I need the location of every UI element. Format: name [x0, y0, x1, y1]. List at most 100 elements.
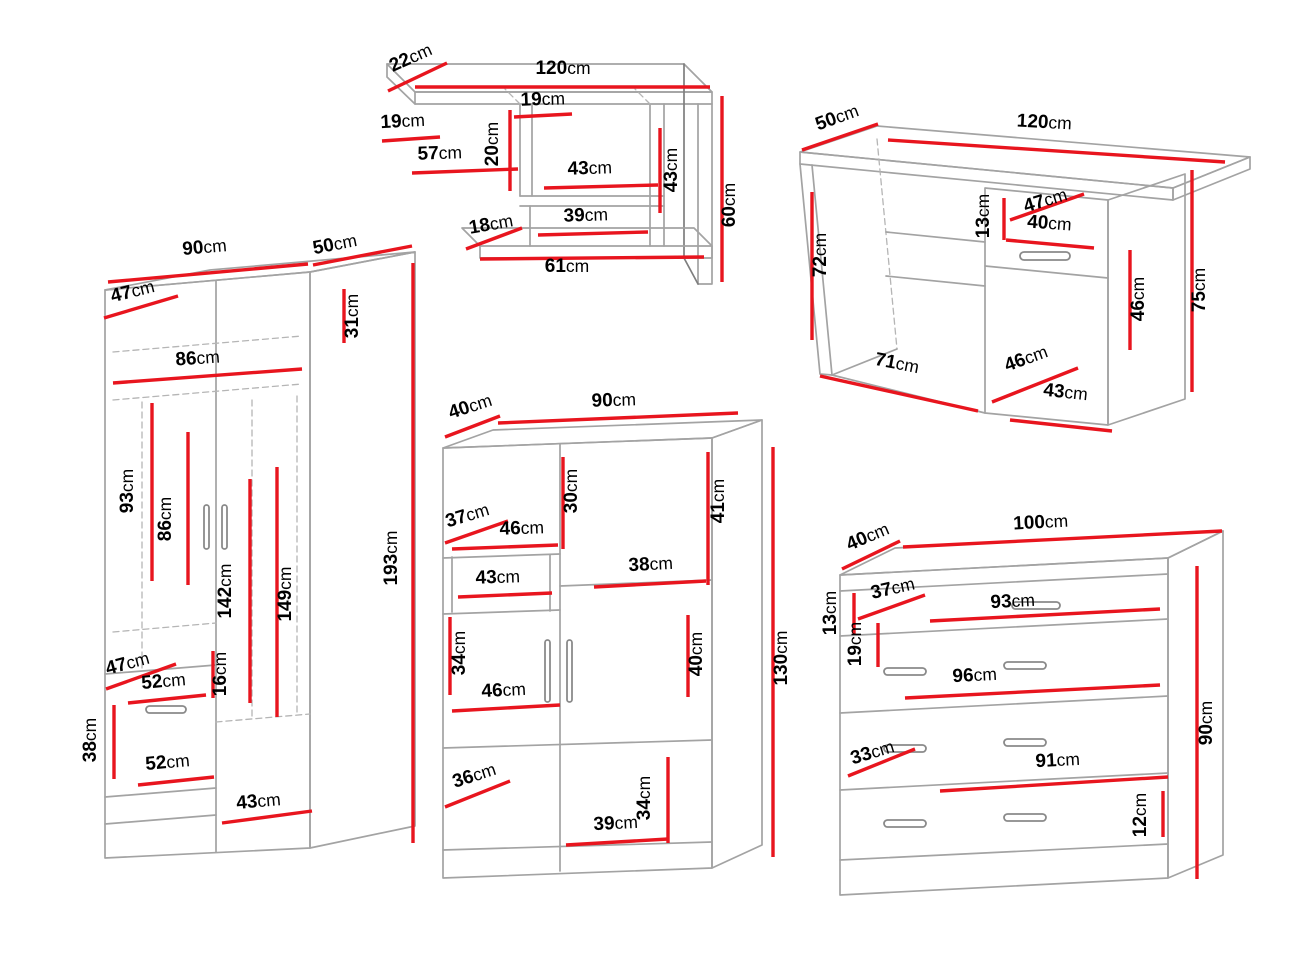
bookcase-right-door-handle — [566, 639, 573, 703]
wardrobe-interior-shelf-dashed-1 — [112, 335, 303, 353]
dimension-label: 40cm — [446, 390, 495, 424]
dimension-label: 43cm — [661, 148, 682, 192]
dimension-line — [451, 543, 559, 551]
dimension-label: 72cm — [810, 233, 831, 277]
chest-plinth-top — [839, 843, 1169, 861]
dimension-label: 120cm — [535, 58, 590, 79]
wardrobe-drawer-handle — [145, 705, 187, 714]
dimension-label: 60cm — [719, 183, 740, 227]
dimension-label: 38cm — [628, 553, 674, 576]
dimension-line — [465, 226, 523, 251]
dimension-line — [929, 607, 1161, 623]
dimension-label: 50cm — [311, 230, 359, 259]
bookcase-top-face — [442, 419, 763, 449]
dimension-label: 100cm — [1013, 511, 1069, 535]
dimension-line — [819, 374, 979, 413]
dimension-line — [444, 779, 511, 809]
wardrobe-right-door-handle — [221, 504, 228, 550]
dimension-label: 34cm — [449, 631, 470, 675]
dimension-label: 61cm — [545, 256, 589, 277]
dimension-label: 43cm — [1042, 380, 1088, 406]
bookcase-dimensions: 40cm 90cm 30cm 41cm 37cm 46cm 43cm 38cm 34cm 40cm… — [443, 389, 792, 857]
desk-top-front-edge — [799, 151, 1174, 201]
dimension-label: 52cm — [140, 669, 186, 694]
chest-top-thickness — [839, 573, 1169, 592]
wardrobe-interior-dashed-bottom — [215, 713, 311, 723]
wall-shelf-bottom-shelf-top-face — [461, 227, 713, 247]
wardrobe-plinth-line — [104, 814, 217, 825]
chest-drawer3-handle-right — [1003, 738, 1047, 747]
dimension-line — [543, 183, 659, 190]
dimension-line — [887, 138, 1226, 164]
dimension-line — [1005, 238, 1095, 250]
dimension-label: 86cm — [175, 346, 221, 370]
desk-pedestal-drawer-line — [984, 265, 1109, 279]
dimension-line — [127, 693, 207, 705]
dimension-line — [537, 230, 649, 237]
dimension-label: 46cm — [1002, 341, 1051, 376]
bookcase-side-face — [711, 419, 763, 869]
dimension-label: 43cm — [235, 789, 281, 814]
dimension-line — [444, 414, 501, 439]
bookcase-drawing — [442, 419, 763, 879]
desk-left-panel-back-edge — [876, 138, 898, 350]
chest-drawer2-handle-left — [883, 667, 927, 676]
dimension-label: 18cm — [467, 210, 514, 238]
desk-top-right-edge — [1172, 156, 1251, 201]
bookcase-left-shelf — [442, 553, 561, 559]
dimension-label: 43cm — [475, 566, 520, 589]
desk-drawing — [799, 125, 1251, 426]
dimension-line — [479, 255, 705, 261]
dimension-line — [103, 294, 179, 320]
dimension-label: 90cm — [591, 389, 636, 412]
dimension-label: 30cm — [561, 469, 582, 513]
dimension-line — [497, 411, 739, 425]
chest-drawer2-handle-right — [1003, 661, 1047, 670]
dimension-label: 33cm — [848, 736, 897, 769]
dimension-line — [1009, 418, 1113, 433]
dimension-label: 91cm — [1035, 749, 1081, 772]
bookcase-doors-bottom — [442, 739, 713, 749]
wall-shelf-left-divider — [519, 103, 533, 197]
dimension-line — [991, 366, 1079, 404]
desk-pedestal-side — [1107, 173, 1186, 426]
dimension-label: 13cm — [820, 591, 841, 635]
dimension-label: 37cm — [443, 499, 492, 532]
chest-drawer2-bottom — [839, 695, 1169, 714]
chest-top-face — [839, 530, 1224, 576]
dimension-label: 90cm — [1196, 701, 1217, 745]
dimension-label: 38cm — [80, 718, 101, 762]
dimension-label: 20cm — [482, 122, 503, 166]
dimension-label: 40cm — [686, 632, 707, 676]
dimension-label: 93cm — [990, 590, 1036, 613]
dimension-label: 41cm — [708, 479, 729, 523]
dimension-label: 46cm — [499, 517, 544, 540]
wall-shelf-right-panel — [697, 103, 713, 285]
chest-drawer4-handle-left — [883, 819, 927, 828]
bookcase-box-bottom — [442, 609, 561, 615]
desk-drawer-handle — [1019, 251, 1071, 261]
wall-shelf-hidden-depth-lines — [504, 88, 651, 105]
dimension-label: 39cm — [563, 204, 608, 227]
dimension-label: 52cm — [144, 750, 190, 775]
dimension-line — [112, 367, 303, 385]
dimension-line — [221, 809, 313, 825]
dimension-line — [107, 262, 309, 284]
dimension-line — [411, 167, 519, 175]
dimension-label: 43cm — [567, 157, 612, 180]
dimension-label: 31cm — [342, 294, 363, 338]
dimension-line — [444, 519, 509, 545]
dimension-label: 12cm — [1130, 793, 1151, 837]
dimension-line — [105, 662, 177, 691]
dimension-label: 96cm — [952, 664, 998, 687]
dimension-line — [902, 529, 1223, 549]
dimension-line — [451, 703, 561, 713]
dimension-line — [387, 61, 448, 93]
dimension-line — [847, 747, 916, 778]
dimension-line — [1009, 192, 1085, 222]
wall-shelf-left-end — [386, 63, 416, 105]
dimension-line — [565, 837, 669, 847]
